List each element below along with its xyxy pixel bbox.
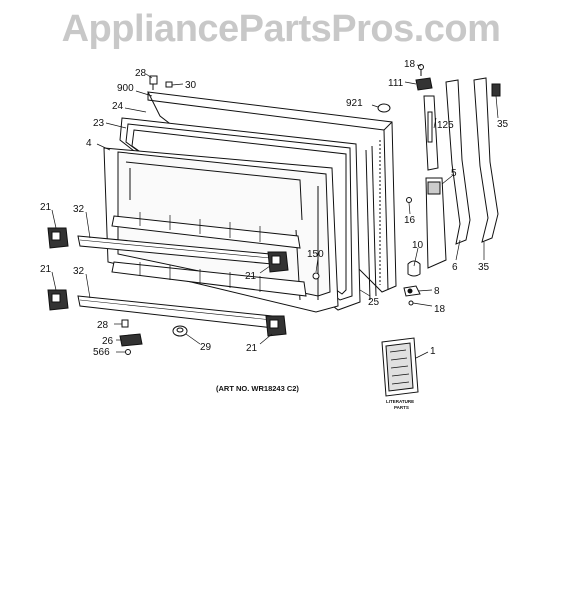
screw-566	[125, 349, 131, 355]
callout-21-upper-right: 21	[245, 271, 257, 282]
callout-16: 16	[404, 215, 416, 226]
end-cap-35	[491, 83, 501, 97]
callout-921: 921	[346, 98, 363, 109]
callout-4: 4	[86, 138, 92, 149]
callout-1: 1	[430, 346, 436, 357]
callout-32-lower: 32	[73, 266, 85, 277]
callout-26: 26	[102, 336, 114, 347]
callout-29: 29	[200, 342, 212, 353]
handle-6	[445, 79, 471, 245]
callout-21-upper-left: 21	[40, 202, 52, 213]
callout-28-bottom: 28	[97, 320, 109, 331]
end-cap-lower-right	[265, 315, 287, 337]
callout-28-top: 28	[135, 68, 147, 79]
handle-bracket-5	[425, 177, 447, 269]
screw-18-bottom	[408, 300, 414, 306]
callout-32-upper: 32	[73, 204, 85, 215]
callout-23: 23	[93, 118, 105, 129]
screw-28-bottom	[121, 319, 129, 328]
screw-28-top	[149, 75, 158, 90]
plug-921	[377, 103, 391, 113]
callout-566: 566	[93, 347, 110, 358]
art-number: (ART NO. WR18243 C2)	[216, 384, 299, 393]
callout-21-lower-left: 21	[40, 264, 52, 275]
callout-25: 25	[368, 297, 380, 308]
end-cap-upper-right	[267, 251, 289, 273]
callout-18-bottom: 18	[434, 304, 446, 315]
hinge-cap-111	[415, 77, 433, 91]
clip-10	[407, 260, 421, 277]
callout-35-top: 35	[497, 119, 509, 130]
plate-26	[119, 333, 143, 347]
callout-24: 24	[112, 101, 124, 112]
callout-10: 10	[412, 240, 424, 251]
literature-booklet	[381, 337, 419, 397]
screw-18-top	[418, 64, 424, 76]
screw-16	[406, 197, 412, 203]
callout-35-bottom: 35	[478, 262, 490, 273]
watermark-text: AppliancePartsPros.com	[61, 8, 501, 50]
callout-30: 30	[185, 80, 197, 91]
callout-150: 150	[307, 249, 324, 260]
literature-label-line1: LITERATURE	[386, 399, 414, 404]
bumper-29	[172, 325, 188, 337]
callout-6: 6	[452, 262, 458, 273]
end-cap-upper-left	[47, 227, 69, 249]
door-liner	[103, 147, 339, 313]
callout-8: 8	[434, 286, 440, 297]
leader-lines	[51, 64, 499, 359]
screw-150	[312, 272, 320, 280]
callout-18-top: 18	[404, 59, 416, 70]
literature-label-line2: PARTS	[394, 405, 409, 410]
callout-5: 5	[451, 168, 457, 179]
callout-21-lower-right: 21	[246, 343, 258, 354]
hinge-8	[403, 285, 421, 297]
screw-30	[165, 81, 173, 88]
callout-125: 125	[437, 120, 454, 131]
hinge-bracket-125	[423, 95, 439, 171]
end-cap-lower-left	[47, 289, 69, 311]
handle-35	[473, 77, 499, 243]
callout-900: 900	[117, 83, 134, 94]
callout-111: 111	[388, 78, 404, 89]
